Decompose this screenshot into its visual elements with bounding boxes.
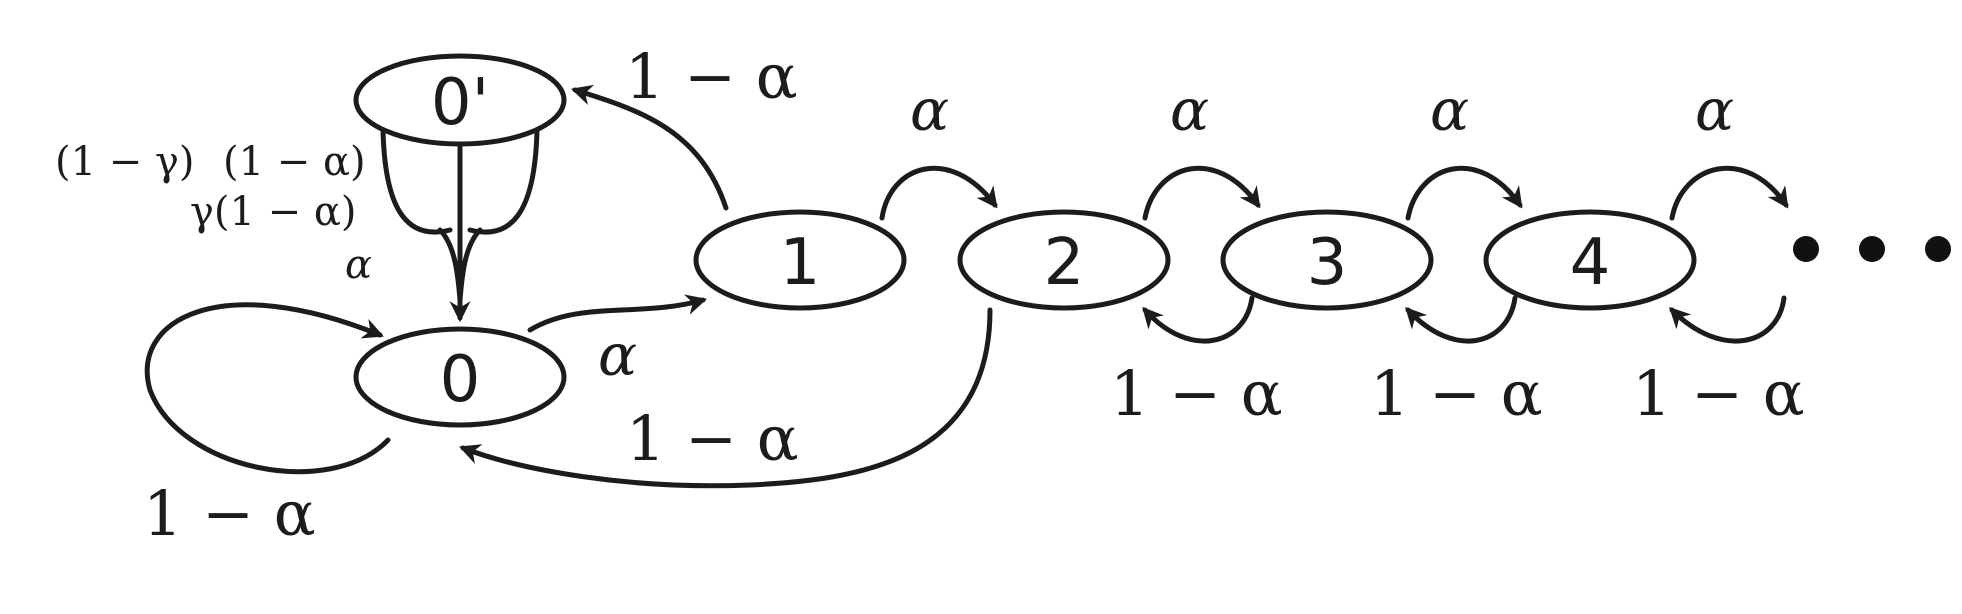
state-s2-label: 2 xyxy=(1044,226,1085,300)
edge-s4-to-s3 xyxy=(1405,295,1518,344)
state-s4-shape xyxy=(1483,209,1697,311)
state-s3-shape xyxy=(1220,209,1434,311)
state-s2-shape xyxy=(957,209,1171,311)
edge-s0-self xyxy=(144,302,391,475)
state-s0-shape xyxy=(353,326,567,428)
state-s4-label: 4 xyxy=(1570,226,1611,300)
continuation-dot xyxy=(1925,236,1951,262)
state-s1: 1 xyxy=(693,209,907,311)
edge-s0p-to-s0-left xyxy=(380,127,453,235)
label-s3-to-s4: α xyxy=(1430,76,1469,144)
continuation-dot xyxy=(1793,236,1819,262)
state-s0p-shape xyxy=(353,53,567,147)
state-s4: 4 xyxy=(1483,209,1697,311)
continuation-ellipsis xyxy=(1793,236,1951,262)
edge-s3-to-s4 xyxy=(1405,165,1523,221)
edge-s2-to-s3 xyxy=(1142,165,1261,221)
label-s0-to-s1: α xyxy=(598,321,637,389)
state-s3-label: 3 xyxy=(1307,226,1348,300)
label-s1-to-s0p: 1 − α xyxy=(625,40,798,113)
state-s1-shape xyxy=(693,209,907,311)
edge-s0p-to-s0-right xyxy=(467,127,540,235)
continuation-dot xyxy=(1859,236,1885,262)
label-s4-to-s3: 1 − α xyxy=(1370,357,1543,430)
edge-s3-to-s2 xyxy=(1142,295,1255,344)
label-s0p-to-s0-mid: γ(1 − α) xyxy=(190,189,357,235)
label-s0-self-alpha: α xyxy=(345,242,372,288)
label-s1-to-s2: α xyxy=(910,76,949,144)
state-s0p-label: 0' xyxy=(431,66,489,140)
edge-s0-to-s1 xyxy=(527,294,708,333)
label-s0-self-stay: 1 − α xyxy=(143,477,316,550)
label-next-to-s4: 1 − α xyxy=(1632,357,1805,430)
state-s0: 0 xyxy=(353,326,567,428)
label-s0p-to-s0-right: (1 − α) xyxy=(223,139,366,185)
edge-s4-to-next xyxy=(1669,165,1789,221)
state-s0p: 0' xyxy=(353,53,567,147)
label-s3-to-s2: 1 − α xyxy=(1110,357,1283,430)
edge-s1-to-s2 xyxy=(879,165,998,221)
label-s0p-to-s0-left: (1 − γ) xyxy=(55,139,195,185)
label-s2-to-s3: α xyxy=(1170,76,1209,144)
state-s0-label: 0 xyxy=(440,343,481,417)
state-s1-label: 1 xyxy=(780,226,821,300)
state-s2: 2 xyxy=(957,209,1171,311)
edge-s0p-merge xyxy=(437,227,483,303)
edge-s2-to-s0 xyxy=(459,307,993,489)
label-s2-to-s0: 1 − α xyxy=(626,402,799,475)
label-s4-to-next: α xyxy=(1695,76,1734,144)
edge-next-to-s4 xyxy=(1669,295,1787,344)
state-s3: 3 xyxy=(1220,209,1434,311)
edge-s1-to-s0p xyxy=(570,84,729,211)
